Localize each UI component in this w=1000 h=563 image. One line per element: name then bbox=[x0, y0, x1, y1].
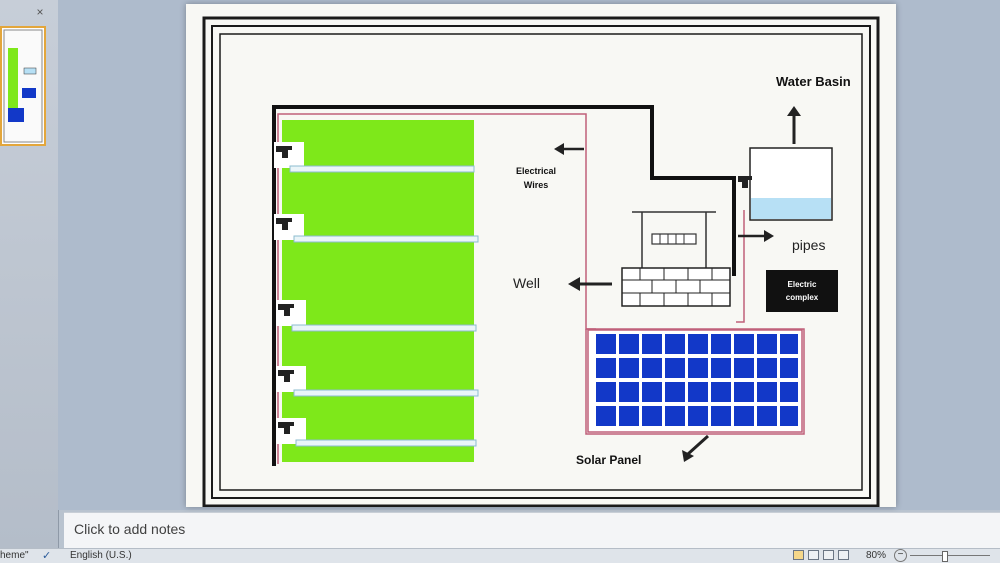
spellcheck-icon[interactable]: ✓ bbox=[42, 550, 52, 562]
label-water-basin: Water Basin bbox=[776, 74, 851, 89]
water-basin bbox=[738, 147, 833, 221]
irrigation-diagram: Water Basin Electrical Wires pipes Well … bbox=[202, 16, 880, 508]
slides-pane: × bbox=[0, 0, 59, 548]
zoom-out-button[interactable]: − bbox=[894, 549, 907, 562]
frame-inner bbox=[211, 25, 871, 499]
zoom-slider-track[interactable] bbox=[910, 555, 990, 556]
green-field bbox=[282, 120, 474, 462]
slide-canvas[interactable]: Water Basin Electrical Wires pipes Well … bbox=[186, 4, 896, 508]
wire-right bbox=[736, 210, 745, 323]
label-solar-panel: Solar Panel bbox=[576, 453, 641, 467]
label-well: Well bbox=[513, 275, 540, 291]
frame-innermost bbox=[219, 33, 863, 491]
label-electric-complex-1: Electric bbox=[788, 280, 817, 289]
view-buttons bbox=[793, 550, 849, 560]
up-arrow-icon bbox=[787, 106, 801, 144]
arrow-electrical-wires-icon bbox=[554, 143, 584, 155]
wire-panel-frame bbox=[585, 328, 805, 435]
faucet-row-4 bbox=[276, 366, 479, 397]
label-electric-complex-2: complex bbox=[786, 293, 819, 302]
arrow-pipes-icon bbox=[738, 230, 774, 242]
electric-complex-box bbox=[766, 270, 838, 312]
arrow-solar-panel-icon bbox=[682, 434, 710, 462]
faucet-row-3 bbox=[276, 300, 477, 332]
label-pipes: pipes bbox=[792, 237, 825, 253]
label-electrical-wires-2: Wires bbox=[524, 180, 548, 190]
frame-outer bbox=[202, 16, 880, 508]
faucet-row-2 bbox=[274, 214, 479, 243]
slide-thumbnail[interactable] bbox=[0, 26, 46, 146]
faucet-row-5 bbox=[276, 418, 477, 447]
arrow-well-icon bbox=[568, 277, 612, 291]
label-electrical-wires-1: Electrical bbox=[516, 166, 556, 176]
slide-sorter-button[interactable] bbox=[808, 550, 819, 560]
slideshow-button[interactable] bbox=[838, 550, 849, 560]
zoom-level[interactable]: 80% bbox=[866, 550, 887, 561]
zoom-slider-thumb[interactable] bbox=[942, 551, 948, 562]
faucet-row-1 bbox=[274, 142, 475, 173]
well-icon bbox=[621, 211, 731, 307]
slide-thumbnail-preview bbox=[3, 29, 43, 143]
status-language[interactable]: English (U.S.) bbox=[70, 550, 132, 561]
status-bar: heme" ✓ English (U.S.) 80% − bbox=[0, 548, 1000, 563]
status-theme[interactable]: heme" bbox=[0, 550, 29, 561]
solar-panel-icon bbox=[587, 329, 803, 433]
reading-view-button[interactable] bbox=[823, 550, 834, 560]
notes-placeholder: Click to add notes bbox=[74, 521, 186, 537]
close-pane-icon[interactable]: × bbox=[36, 5, 44, 19]
normal-view-button[interactable] bbox=[793, 550, 804, 560]
notes-pane[interactable]: Click to add notes bbox=[64, 512, 1000, 548]
